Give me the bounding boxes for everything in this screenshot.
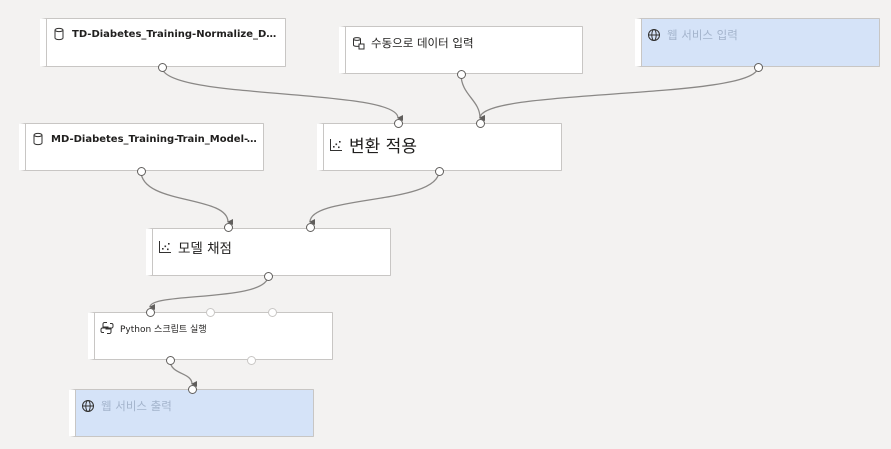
database-icon — [31, 132, 45, 146]
python-icon — [100, 321, 114, 335]
node-label: MD-Diabetes_Training-Train_Model-Trai... — [51, 133, 257, 145]
globe-icon — [81, 399, 95, 413]
input-port-apply-transformation-2[interactable] — [476, 119, 485, 128]
output-port-score-model[interactable] — [264, 272, 273, 281]
node-label: 모델 채점 — [178, 241, 232, 257]
input-port-web-service-output[interactable] — [188, 385, 197, 394]
connection-wsinput-to-apply — [479, 66, 759, 122]
connection-md-to-score — [140, 170, 234, 225]
input-port-python-script-2[interactable] — [206, 308, 215, 317]
input-port-python-script-1[interactable] — [146, 308, 155, 317]
node-score-model[interactable]: 모델 채점 — [146, 228, 391, 276]
output-port-web-service-input[interactable] — [754, 63, 763, 72]
manual-data-icon — [351, 36, 365, 50]
node-web-service-input[interactable]: 웹 서비스 입력 — [635, 18, 880, 67]
node-md-dataset[interactable]: MD-Diabetes_Training-Train_Model-Trai... — [19, 123, 264, 171]
node-label: 웹 서비스 입력 — [667, 28, 738, 42]
output-port-python-script-1[interactable] — [166, 356, 175, 365]
input-port-apply-transformation-1[interactable] — [394, 119, 403, 128]
connection-apply-to-score — [309, 170, 440, 226]
output-port-md-dataset[interactable] — [137, 167, 146, 176]
output-port-python-script-2[interactable] — [247, 356, 256, 365]
node-label: 변환 적용 — [349, 137, 417, 157]
node-label: 수동으로 데이터 입력 — [371, 36, 474, 50]
node-label: Python 스크립트 실행 — [120, 324, 207, 335]
node-python-script[interactable]: Python 스크립트 실행 — [88, 312, 333, 360]
input-port-score-model-2[interactable] — [306, 223, 315, 232]
connection-score-to-python — [149, 275, 269, 311]
connection-td-to-apply — [161, 66, 404, 121]
node-td-dataset[interactable]: TD-Diabetes_Training-Normalize_Data-T... — [40, 18, 286, 67]
connection-manual-to-apply — [460, 73, 486, 121]
node-label: TD-Diabetes_Training-Normalize_Data-T... — [72, 28, 279, 40]
module-icon — [158, 240, 172, 254]
input-port-score-model-1[interactable] — [224, 223, 233, 232]
node-apply-transformation[interactable]: 변환 적용 — [317, 123, 562, 171]
module-icon — [329, 138, 343, 152]
input-port-python-script-3[interactable] — [268, 308, 277, 317]
node-web-service-output[interactable]: 웹 서비스 출력 — [69, 389, 314, 437]
globe-icon — [647, 28, 661, 42]
output-port-td-dataset[interactable] — [158, 63, 167, 72]
node-manual-input[interactable]: 수동으로 데이터 입력 — [339, 26, 583, 74]
output-port-apply-transformation[interactable] — [435, 167, 444, 176]
database-icon — [52, 27, 66, 41]
node-label: 웹 서비스 출력 — [101, 399, 172, 413]
output-port-manual-input[interactable] — [457, 70, 466, 79]
